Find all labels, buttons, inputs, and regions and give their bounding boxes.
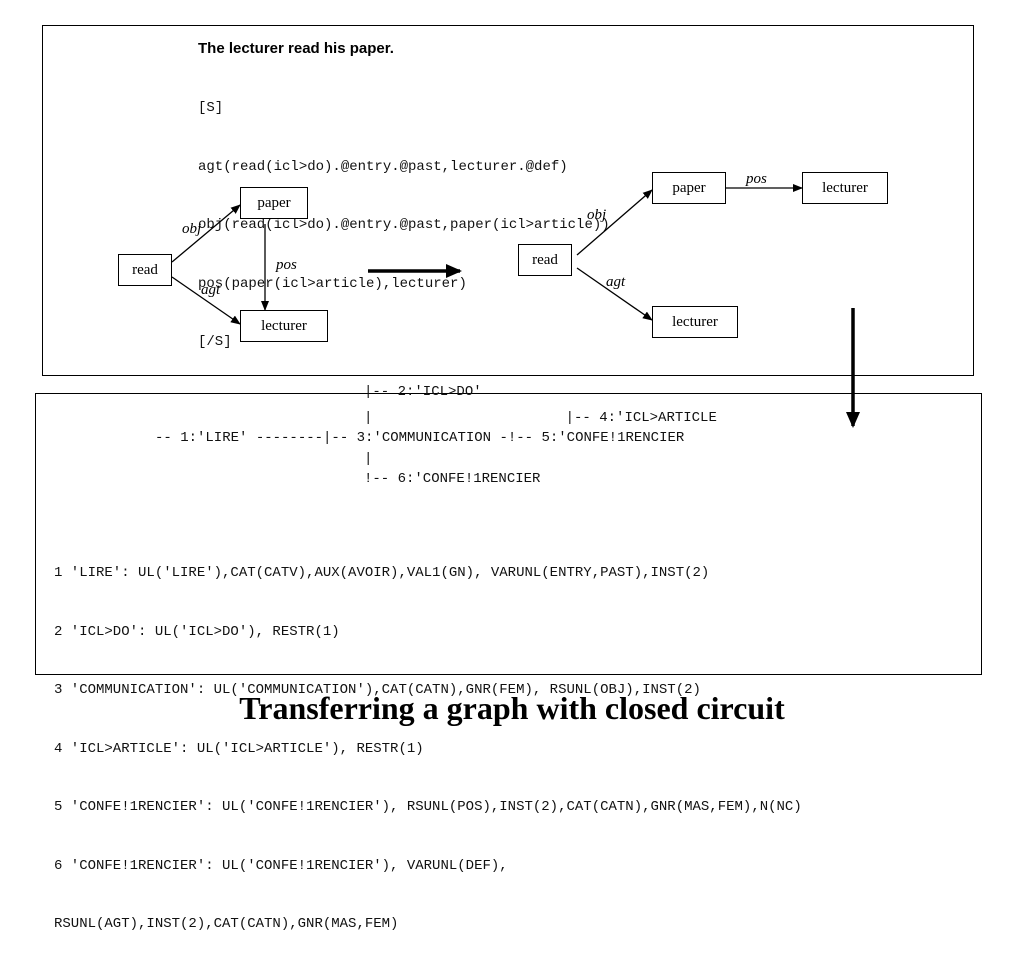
dictionary-line: 4 'ICL>ARTICLE': UL('ICL>ARTICLE'), REST… bbox=[54, 740, 424, 757]
tree-dictionary-panel bbox=[35, 393, 982, 675]
node-read-right: read bbox=[518, 244, 572, 276]
edge-label-agt-right: agt bbox=[606, 274, 626, 290]
edge-label-pos-left: pos bbox=[276, 257, 297, 273]
dictionary-line: RSUNL(AGT),INST(2),CAT(CATN),GNR(MAS,FEM… bbox=[54, 916, 399, 932]
edge-label-agt-left: agt bbox=[201, 282, 221, 298]
unl-line: obj(read(icl>do).@entry.@past,paper(icl>… bbox=[198, 217, 610, 233]
edge-label-obj-right: obj bbox=[587, 207, 607, 223]
unl-line: [/S] bbox=[198, 334, 232, 350]
slide-caption: Transferring a graph with closed circuit bbox=[239, 690, 785, 726]
unl-line: pos(paper(icl>article),lecturer) bbox=[198, 275, 467, 292]
tree-line: |-- 2:'ICL>DO' bbox=[364, 384, 482, 400]
dictionary-line: 5 'CONFE!1RENCIER': UL('CONFE!1RENCIER')… bbox=[54, 799, 802, 815]
dictionary-line: 2 'ICL>DO': UL('ICL>DO'), RESTR(1) bbox=[54, 623, 340, 640]
node-lecturer-right-top: lecturer bbox=[802, 172, 888, 204]
dictionary-line: 6 'CONFE!1RENCIER': UL('CONFE!1RENCIER')… bbox=[54, 857, 508, 874]
node-read-left: read bbox=[118, 254, 172, 286]
source-sentence: The lecturer read his paper. bbox=[198, 40, 394, 57]
slide: The lecturer read his paper. [S] agt(rea… bbox=[35, 25, 982, 932]
tree-line: | bbox=[364, 451, 373, 467]
edge-label-pos-right: pos bbox=[746, 171, 767, 187]
tree-line: -- 1:'LIRE' --------|-- 3:'COMMUNICATION… bbox=[155, 430, 685, 446]
node-lecturer-right-bottom: lecturer bbox=[652, 306, 738, 338]
tree-line: !-- 6:'CONFE!1RENCIER bbox=[364, 471, 541, 487]
node-paper-right: paper bbox=[652, 172, 726, 204]
edge-label-obj-left: obj bbox=[182, 221, 202, 237]
dictionary-line: 3 'COMMUNICATION': UL('COMMUNICATION'),C… bbox=[54, 682, 701, 698]
unl-line: [S] bbox=[198, 100, 224, 116]
dictionary-line: 1 'LIRE': UL('LIRE'),CAT(CATV),AUX(AVOIR… bbox=[54, 565, 710, 581]
node-lecturer-left: lecturer bbox=[240, 310, 328, 342]
tree-line: | |-- 4:'ICL>ARTICLE bbox=[364, 410, 717, 426]
node-paper-left: paper bbox=[240, 187, 308, 219]
dictionary-entries: 1 'LIRE': UL('LIRE'),CAT(CATV),AUX(AVOIR… bbox=[54, 525, 802, 974]
unl-line: agt(read(icl>do).@entry.@past,lecturer.@… bbox=[198, 158, 568, 175]
